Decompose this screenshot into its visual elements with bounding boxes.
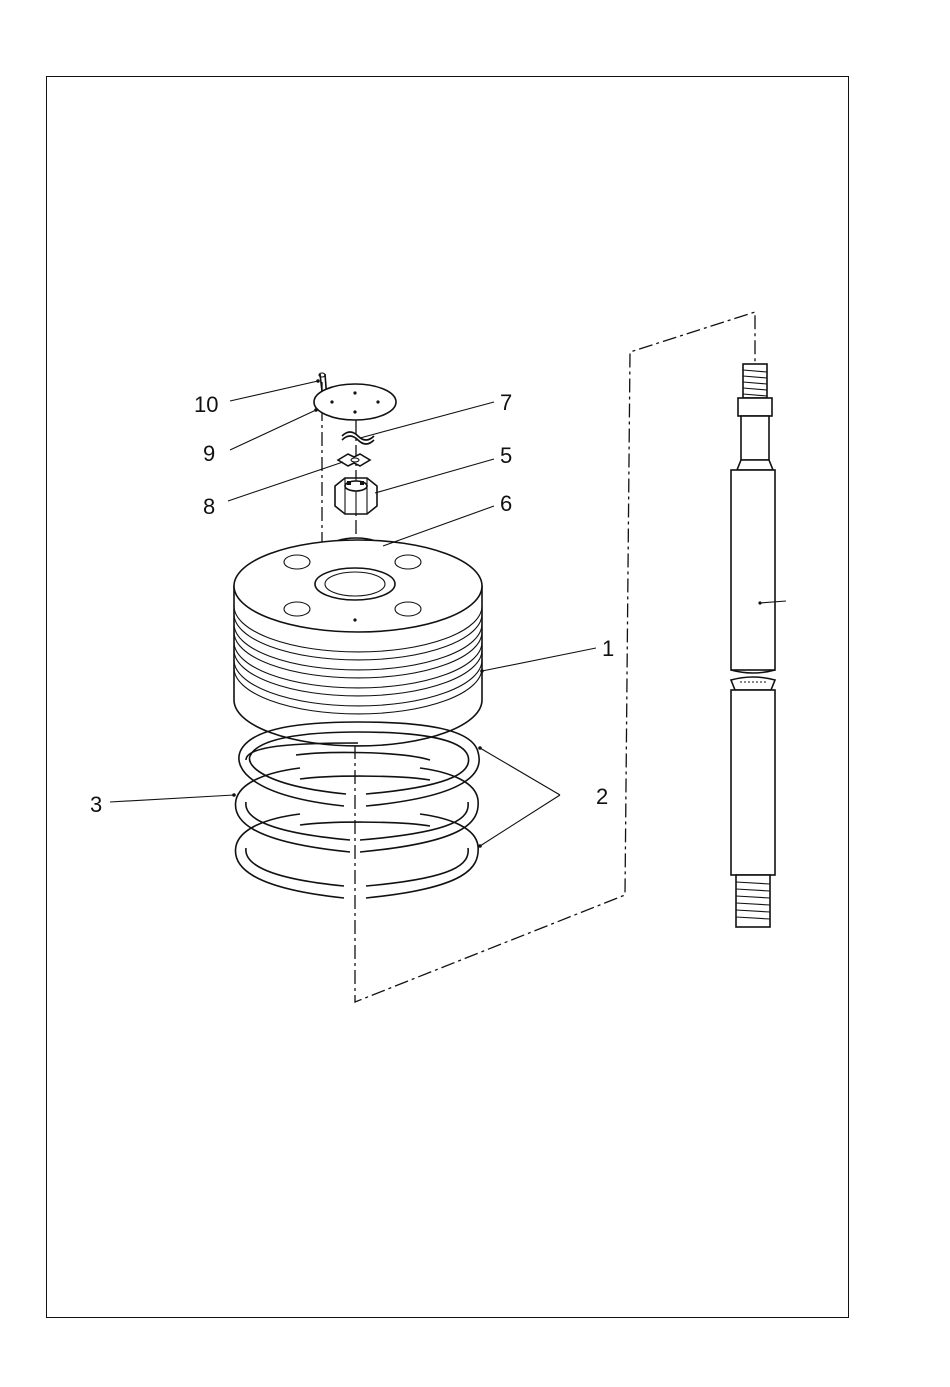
spring-clip: [342, 432, 374, 444]
callout-7: 7: [500, 390, 512, 415]
piston-ring-middle: [235, 768, 478, 852]
callout-6: 6: [500, 491, 512, 516]
callout-3: 3: [90, 792, 102, 817]
tab-washer: [338, 454, 370, 466]
castle-nut: [335, 478, 377, 514]
piston-rod: [731, 364, 786, 927]
callout-9: 9: [203, 441, 215, 466]
callout-8: 8: [203, 494, 215, 519]
piston-body: [234, 540, 482, 746]
cover-plate: [314, 384, 396, 420]
callout-2: 2: [596, 784, 608, 809]
callout-1: 1: [602, 636, 614, 661]
callout-10: 10: [194, 392, 218, 417]
callout-5: 5: [500, 443, 512, 468]
